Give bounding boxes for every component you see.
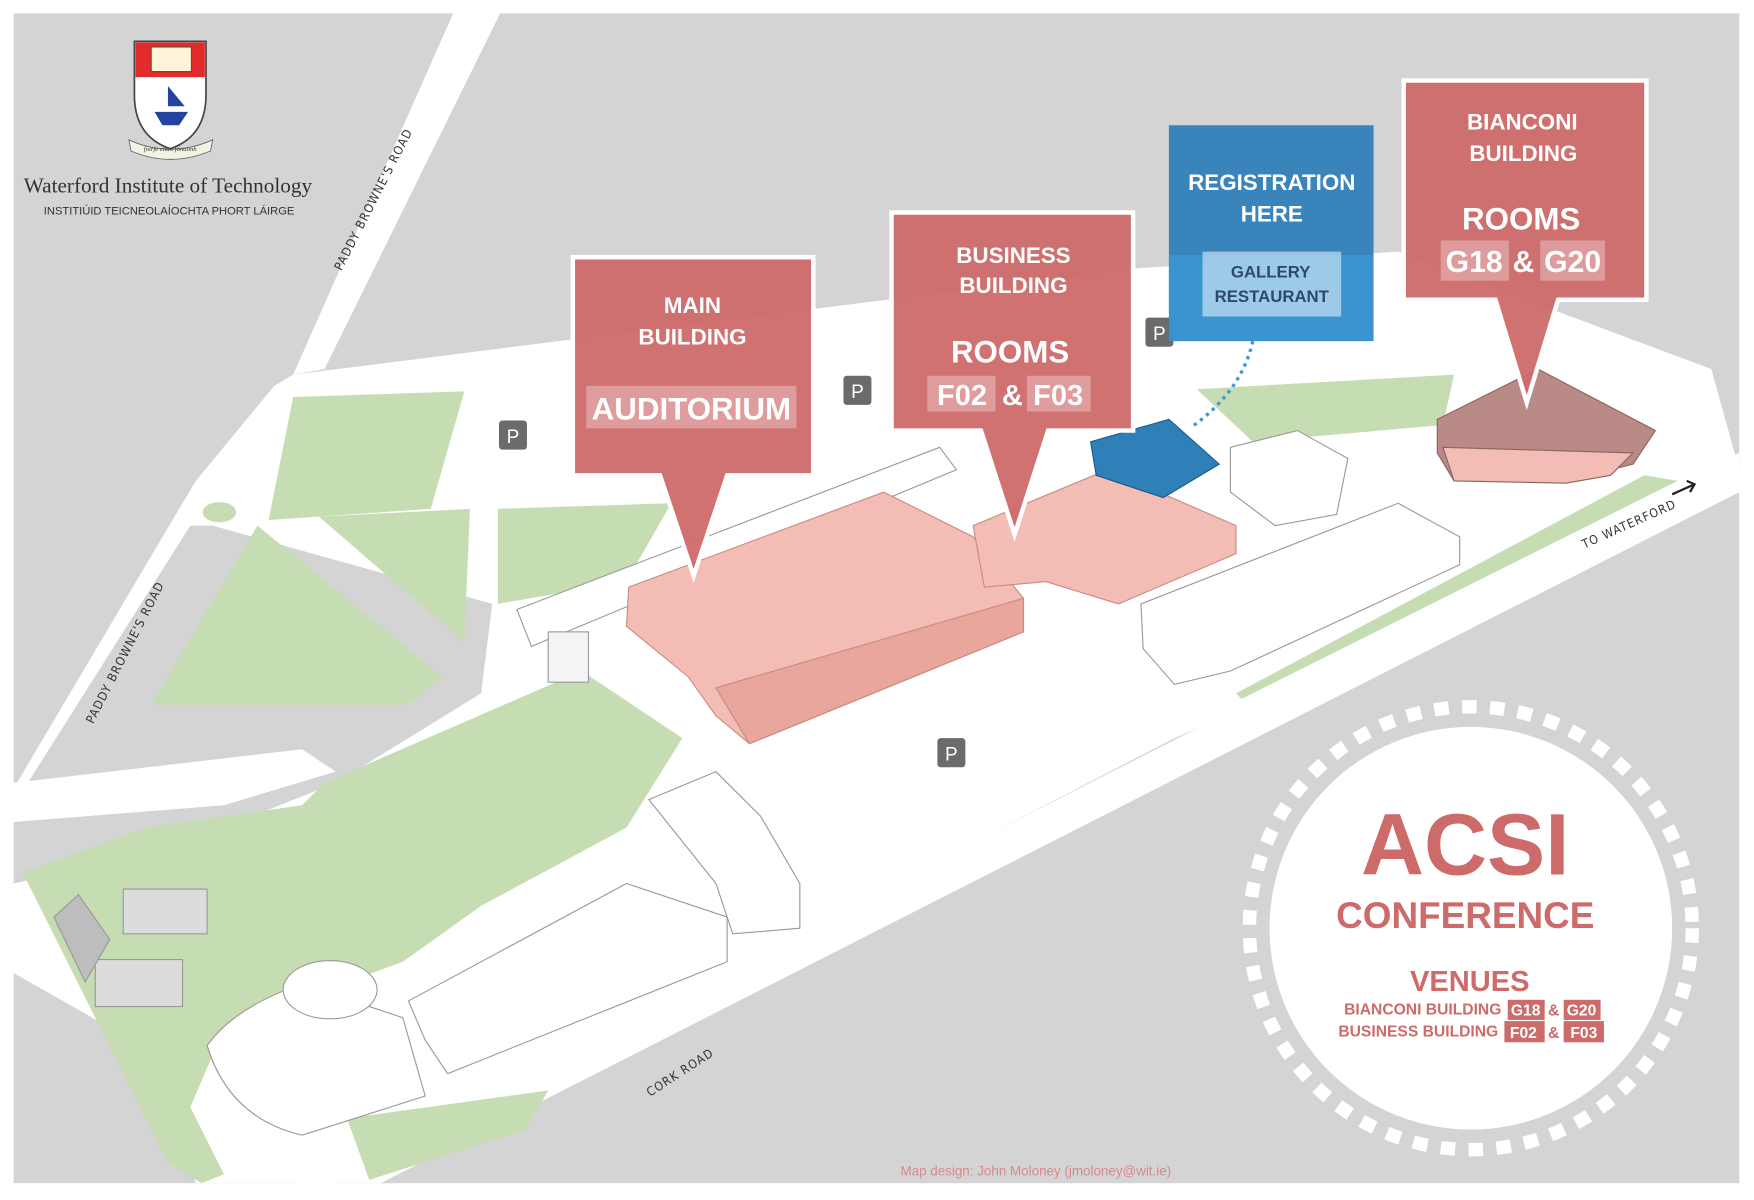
lawn — [268, 391, 465, 521]
venue-room: F02 — [1510, 1025, 1537, 1042]
callout-title: MAIN — [664, 293, 721, 318]
venue-row-bianconi: BIANCONI BUILDING G18 & G20 — [1344, 999, 1601, 1020]
dashed-ring — [1242, 700, 1699, 1157]
callout-title: BUILDING — [959, 273, 1067, 298]
callout-title: REGISTRATION — [1188, 170, 1355, 195]
room-label-g20: G20 — [1544, 246, 1601, 279]
callout-title: BUSINESS — [956, 243, 1070, 268]
parking-icon: P — [843, 375, 872, 405]
cork-road — [302, 452, 1740, 1184]
callout-title: BUILDING — [638, 324, 746, 349]
paddy-brownes-road-north — [293, 13, 501, 375]
room-label-f02: F02 — [937, 380, 987, 412]
small-block — [547, 631, 590, 683]
small-block — [94, 958, 184, 1008]
lawn — [151, 525, 442, 705]
grass-areas — [22, 374, 1678, 1184]
lawn-large — [22, 671, 683, 1184]
roundabout — [202, 502, 237, 523]
parking-markers: P P P P — [498, 317, 1174, 768]
parking-icon: P — [1145, 317, 1174, 347]
small-block — [53, 893, 111, 984]
lawn — [318, 508, 470, 644]
round-building — [206, 983, 426, 1136]
ship-icon — [154, 86, 189, 126]
svg-text:P: P — [851, 382, 864, 403]
callout-main-building[interactable]: MAIN BUILDING AUDITORIUM — [570, 254, 816, 584]
map-credit: Map design: John Moloney (jmoloney@wit.i… — [900, 1163, 1171, 1178]
long-block — [407, 882, 728, 1075]
access-road — [13, 749, 336, 822]
callout-business-building[interactable]: BUSINESS BUILDING ROOMS F02 & F03 — [889, 210, 1136, 542]
lawn — [346, 1090, 549, 1180]
ampersand: & — [1513, 246, 1535, 279]
north-block — [647, 771, 801, 935]
venue-row-business: BUSINESS BUILDING F02 & F03 — [1338, 1021, 1604, 1043]
venue-room: F03 — [1570, 1025, 1597, 1042]
institution-name: Waterford Institute of Technology — [24, 173, 313, 197]
svg-text:P: P — [945, 744, 958, 765]
venue-gallery-restaurant: GALLERY — [1231, 262, 1310, 281]
venue-room: G18 — [1511, 1002, 1541, 1019]
parking-icon: P — [937, 738, 966, 768]
main-building-facade — [715, 597, 1025, 745]
arrow-right-icon — [1671, 479, 1697, 496]
registration-pointer — [1190, 340, 1255, 429]
venues-heading: VENUES — [1410, 966, 1530, 998]
rooms-heading: ROOMS — [951, 334, 1069, 369]
motto-text: foirfe chun fónaimh — [144, 146, 198, 153]
gallery-restaurant-building — [1089, 418, 1221, 499]
room-label-g18: G18 — [1446, 246, 1503, 279]
white-building — [1229, 429, 1349, 527]
white-block — [1140, 502, 1461, 686]
room-label-auditorium: AUDITORIUM — [592, 391, 791, 426]
conference-badge: ACSI CONFERENCE VENUES BIANCONI BUILDING… — [1242, 700, 1699, 1157]
venue-building: BIANCONI BUILDING — [1344, 1001, 1501, 1018]
callout-title: BUILDING — [1469, 141, 1577, 166]
buildings — [53, 368, 1657, 1136]
wit-logo: foirfe chun fónaimh Waterford Institute … — [24, 40, 313, 218]
callout-bianconi-building[interactable]: BIANCONI BUILDING ROOMS G18 & G20 — [1401, 78, 1649, 411]
lawn — [1196, 374, 1455, 442]
small-block — [122, 888, 208, 935]
callout-registration[interactable]: REGISTRATION HERE GALLERY RESTAURANT — [1168, 125, 1374, 342]
parking-icon: P — [498, 420, 527, 450]
venue-room: G20 — [1567, 1002, 1597, 1019]
ampersand: & — [1002, 380, 1023, 412]
venue-building: BUSINESS BUILDING — [1338, 1024, 1498, 1041]
institution-name-irish: INSTITIÚID TEICNEOLAÍOCHTA PHORT LÁIRGE — [44, 205, 295, 218]
callout-title: HERE — [1241, 201, 1303, 226]
rotunda — [282, 960, 378, 1020]
cork-road-surface — [302, 452, 1740, 1184]
callout-title: BIANCONI — [1467, 110, 1578, 135]
svg-text:P: P — [507, 427, 520, 448]
conference-title: ACSI — [1361, 797, 1569, 894]
book-icon — [150, 46, 193, 73]
room-label-f03: F03 — [1033, 380, 1083, 412]
lawn-strip — [1235, 475, 1678, 699]
rooms-heading: ROOMS — [1462, 201, 1580, 236]
venue-gallery-restaurant: RESTAURANT — [1215, 287, 1330, 306]
bianconi-facade — [1442, 446, 1635, 484]
ampersand: & — [1548, 1025, 1559, 1042]
svg-text:P: P — [1153, 324, 1166, 345]
conference-subtitle: CONFERENCE — [1336, 895, 1594, 936]
ampersand: & — [1548, 1002, 1559, 1019]
motto-scroll — [128, 139, 214, 160]
